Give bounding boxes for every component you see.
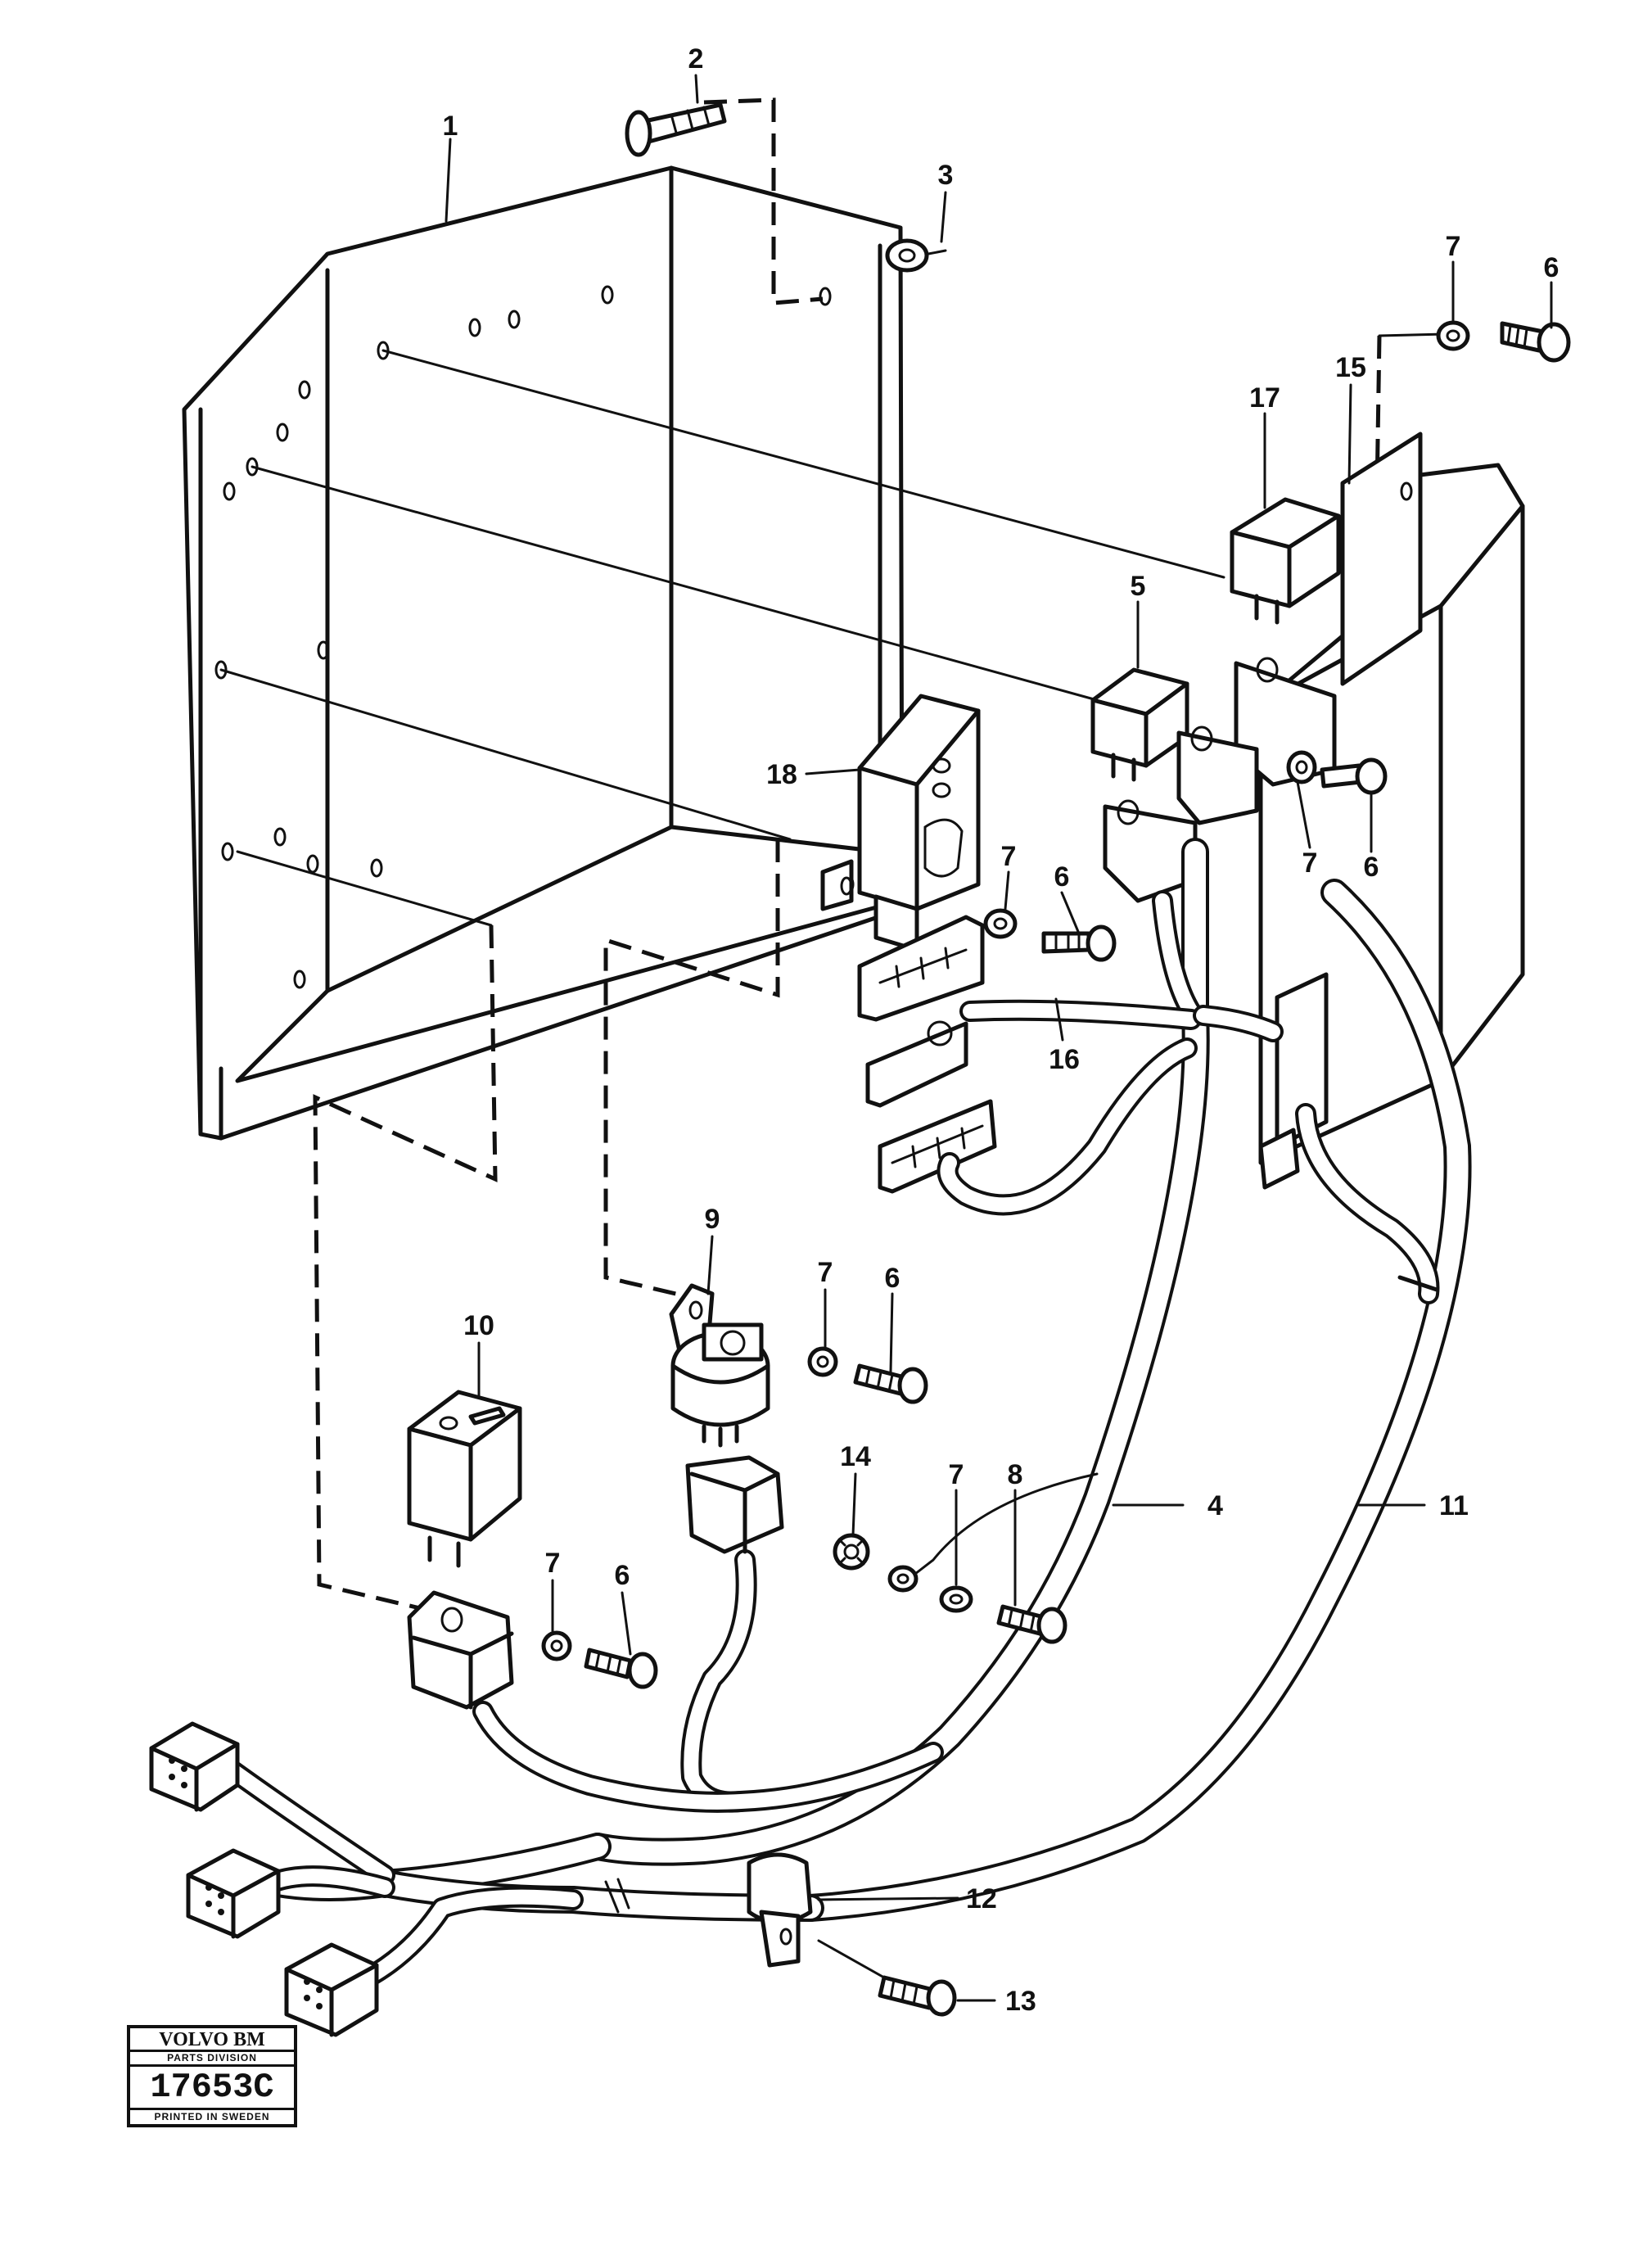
callout-7-switch: 7 <box>818 1257 833 1288</box>
callout-12: 12 <box>966 1883 997 1914</box>
callout-6-switch: 6 <box>885 1263 900 1294</box>
callout-6-relay-10: 6 <box>615 1560 630 1591</box>
callout-5: 5 <box>1131 571 1146 602</box>
relay-part-17 <box>1230 497 1341 625</box>
callout-8: 8 <box>1008 1459 1023 1490</box>
callout-1: 1 <box>443 111 458 142</box>
callout-labels: 1 2 3 7 6 15 17 5 18 7 6 7 6 16 9 7 6 10… <box>443 43 1559 2017</box>
nut-part-3 <box>885 238 947 273</box>
callout-7-part-18: 7 <box>1001 841 1017 872</box>
switch-connector <box>685 1455 784 1554</box>
wiring-harness-part-11 <box>797 879 1472 1922</box>
callout-11: 11 <box>1439 1490 1469 1521</box>
callout-7-screw-8: 7 <box>949 1459 964 1490</box>
stamp-printed: PRINTED IN SWEDEN <box>154 2111 270 2122</box>
multi-pin-connectors <box>857 915 997 1194</box>
callout-18: 18 <box>766 759 797 790</box>
relay-part-5 <box>1090 667 1189 782</box>
callout-17: 17 <box>1249 382 1280 414</box>
wiring-harness-part-4 <box>472 838 1284 1866</box>
callout-15: 15 <box>1335 352 1366 383</box>
bolt-part-2 <box>625 102 727 157</box>
callout-7-top-right: 7 <box>1446 231 1461 262</box>
stamp-division: PARTS DIVISION <box>130 2052 294 2067</box>
callout-3: 3 <box>938 160 954 191</box>
callout-6-top-right: 6 <box>1544 252 1559 283</box>
leader-lines <box>445 74 1553 2002</box>
callout-6-box: 6 <box>1364 852 1379 883</box>
callout-10: 10 <box>463 1310 494 1341</box>
callout-13: 13 <box>1005 1986 1036 2017</box>
callout-14: 14 <box>840 1441 871 1472</box>
callout-6-part-18: 6 <box>1054 861 1070 893</box>
alignment-lines <box>219 97 1447 1614</box>
relay-socket-part-10 <box>407 1590 514 1710</box>
callout-16: 16 <box>1049 1044 1080 1075</box>
volvo-bm-parts-stamp: VOLVO BM PARTS DIVISION 17653C PRINTED I… <box>127 2025 297 2127</box>
callout-7-relay-10: 7 <box>545 1548 561 1579</box>
relay-part-10 <box>407 1390 522 1568</box>
callout-4: 4 <box>1207 1490 1223 1521</box>
harness-plugs <box>149 1721 379 2037</box>
screws-and-washers <box>541 320 1571 2017</box>
switch-part-9 <box>669 1283 770 1448</box>
callout-7-box: 7 <box>1302 848 1318 879</box>
stamp-brand: VOLVO BM <box>130 2028 294 2052</box>
control-box-part-15 <box>1258 432 1525 1190</box>
stamp-number: 17653C <box>130 2067 294 2110</box>
callout-2: 2 <box>688 43 704 75</box>
mounting-panel <box>182 165 905 1141</box>
callout-9: 9 <box>705 1204 720 1235</box>
control-unit-part-18 <box>820 694 981 952</box>
